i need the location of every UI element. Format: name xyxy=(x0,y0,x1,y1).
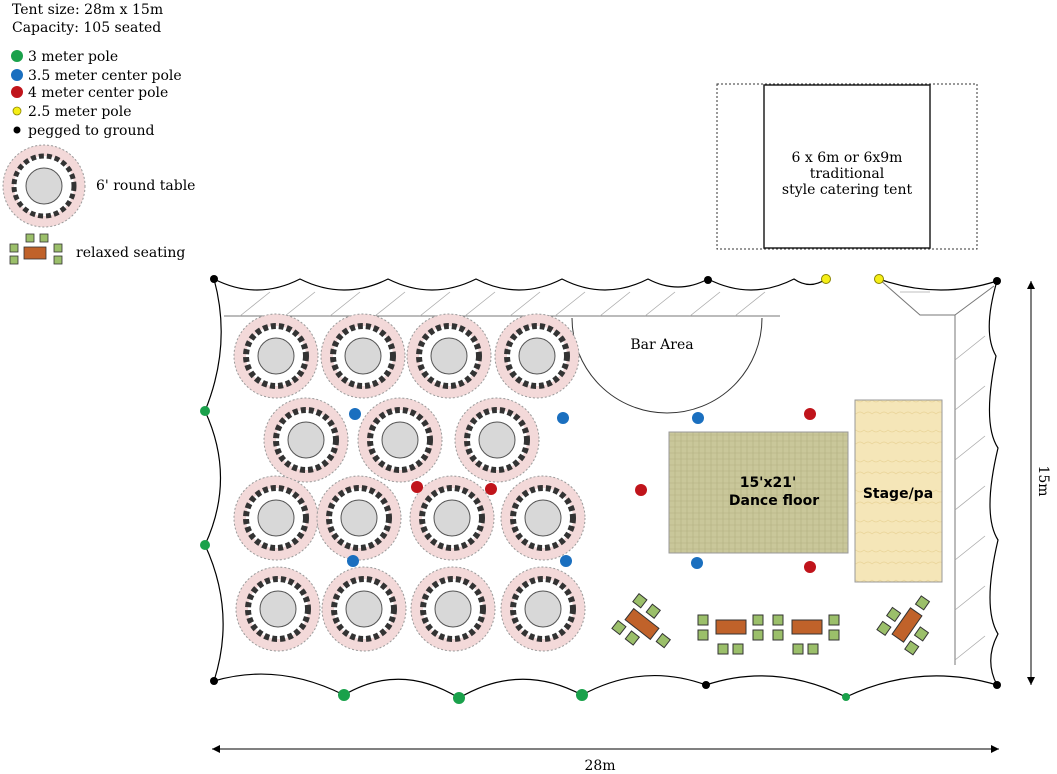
round-table xyxy=(410,566,496,652)
ground-peg xyxy=(702,681,710,689)
pole-4m xyxy=(804,408,816,420)
pole-3-5m xyxy=(347,555,359,567)
round-table xyxy=(500,566,586,652)
pole-3m xyxy=(842,693,850,701)
round-table xyxy=(321,566,407,652)
dance-floor: 15'x21' Dance floor xyxy=(668,431,849,554)
round-table xyxy=(494,313,580,399)
pole-3m xyxy=(453,692,465,704)
poles xyxy=(200,274,1001,704)
dance-floor-label: Dance floor xyxy=(729,493,819,509)
round-table xyxy=(406,313,492,399)
round-table xyxy=(320,313,406,399)
bar-area: Bar Area xyxy=(571,317,763,414)
catering-tent-line1: 6 x 6m or 6x9m xyxy=(792,150,903,166)
legend-relaxed-seating-label: relaxed seating xyxy=(76,245,185,261)
legend-round-table-label: 6' round table xyxy=(96,178,195,194)
catering-tent: 6 x 6m or 6x9m traditional style caterin… xyxy=(716,83,978,250)
pole-3-5m xyxy=(560,555,572,567)
relaxed-seating-groups xyxy=(611,593,931,656)
relaxed-seating-group xyxy=(611,593,671,649)
legend: 3 meter pole 3.5 meter center pole 4 met… xyxy=(2,49,195,265)
ground-peg xyxy=(210,677,218,685)
pole-3m xyxy=(576,689,588,701)
legend-round-table-icon xyxy=(2,144,86,228)
legend-3m-pole-label: 3 meter pole xyxy=(28,49,118,65)
round-table xyxy=(357,397,443,483)
round-table xyxy=(500,475,586,561)
tent-size-text: Tent size: 28m x 15m xyxy=(12,2,163,18)
legend-25m-pole-marker xyxy=(12,106,22,116)
round-table xyxy=(233,313,319,399)
pole-4m xyxy=(635,484,647,496)
pole-2-5m xyxy=(874,274,884,284)
round-table xyxy=(409,475,495,561)
capacity-text: Capacity: 105 seated xyxy=(12,20,161,36)
legend-35m-pole-marker xyxy=(11,69,23,81)
pole-2-5m xyxy=(821,274,831,284)
bar-area-label: Bar Area xyxy=(630,337,693,353)
ground-peg xyxy=(704,276,712,284)
round-table xyxy=(316,475,402,561)
legend-35m-pole-label: 3.5 meter center pole xyxy=(28,68,182,84)
legend-4m-pole-label: 4 meter center pole xyxy=(28,85,168,101)
relaxed-seating-group xyxy=(697,614,764,655)
ground-peg xyxy=(210,275,218,283)
dance-floor-size-label: 15'x21' xyxy=(740,475,797,491)
pole-3-5m xyxy=(692,412,704,424)
legend-peg-label: pegged to ground xyxy=(28,123,154,139)
ground-peg xyxy=(993,681,1001,689)
round-table xyxy=(454,397,540,483)
pole-3m xyxy=(200,540,210,550)
legend-3m-pole-marker xyxy=(11,50,23,62)
pole-3-5m xyxy=(557,412,569,424)
width-dimension-label: 28m xyxy=(584,758,615,774)
stage-label: Stage/pa xyxy=(863,486,933,502)
relaxed-seating-group xyxy=(772,614,840,655)
round-table xyxy=(263,397,349,483)
round-table xyxy=(233,475,319,561)
legend-peg-marker xyxy=(13,126,21,134)
round-table xyxy=(235,566,321,652)
pole-4m xyxy=(485,483,497,495)
pole-3-5m xyxy=(349,408,361,420)
catering-tent-line2: traditional xyxy=(810,166,885,182)
pole-4m xyxy=(804,561,816,573)
catering-tent-line3: style catering tent xyxy=(782,182,913,198)
stage: Stage/pa xyxy=(854,399,943,583)
depth-dimension-label: 15m xyxy=(1035,465,1051,496)
width-dimension: 28m xyxy=(212,745,999,774)
legend-4m-pole-marker xyxy=(11,86,23,98)
pole-4m xyxy=(411,481,423,493)
pole-3m xyxy=(338,689,350,701)
depth-dimension: 15m xyxy=(1027,281,1051,685)
pole-3-5m xyxy=(691,557,703,569)
ground-peg xyxy=(993,277,1001,285)
relaxed-seating-group xyxy=(876,595,931,656)
legend-25m-pole-label: 2.5 meter pole xyxy=(28,104,131,120)
pole-3m xyxy=(200,406,210,416)
round-tables xyxy=(233,313,586,652)
legend-relaxed-seating-icon xyxy=(9,233,63,265)
